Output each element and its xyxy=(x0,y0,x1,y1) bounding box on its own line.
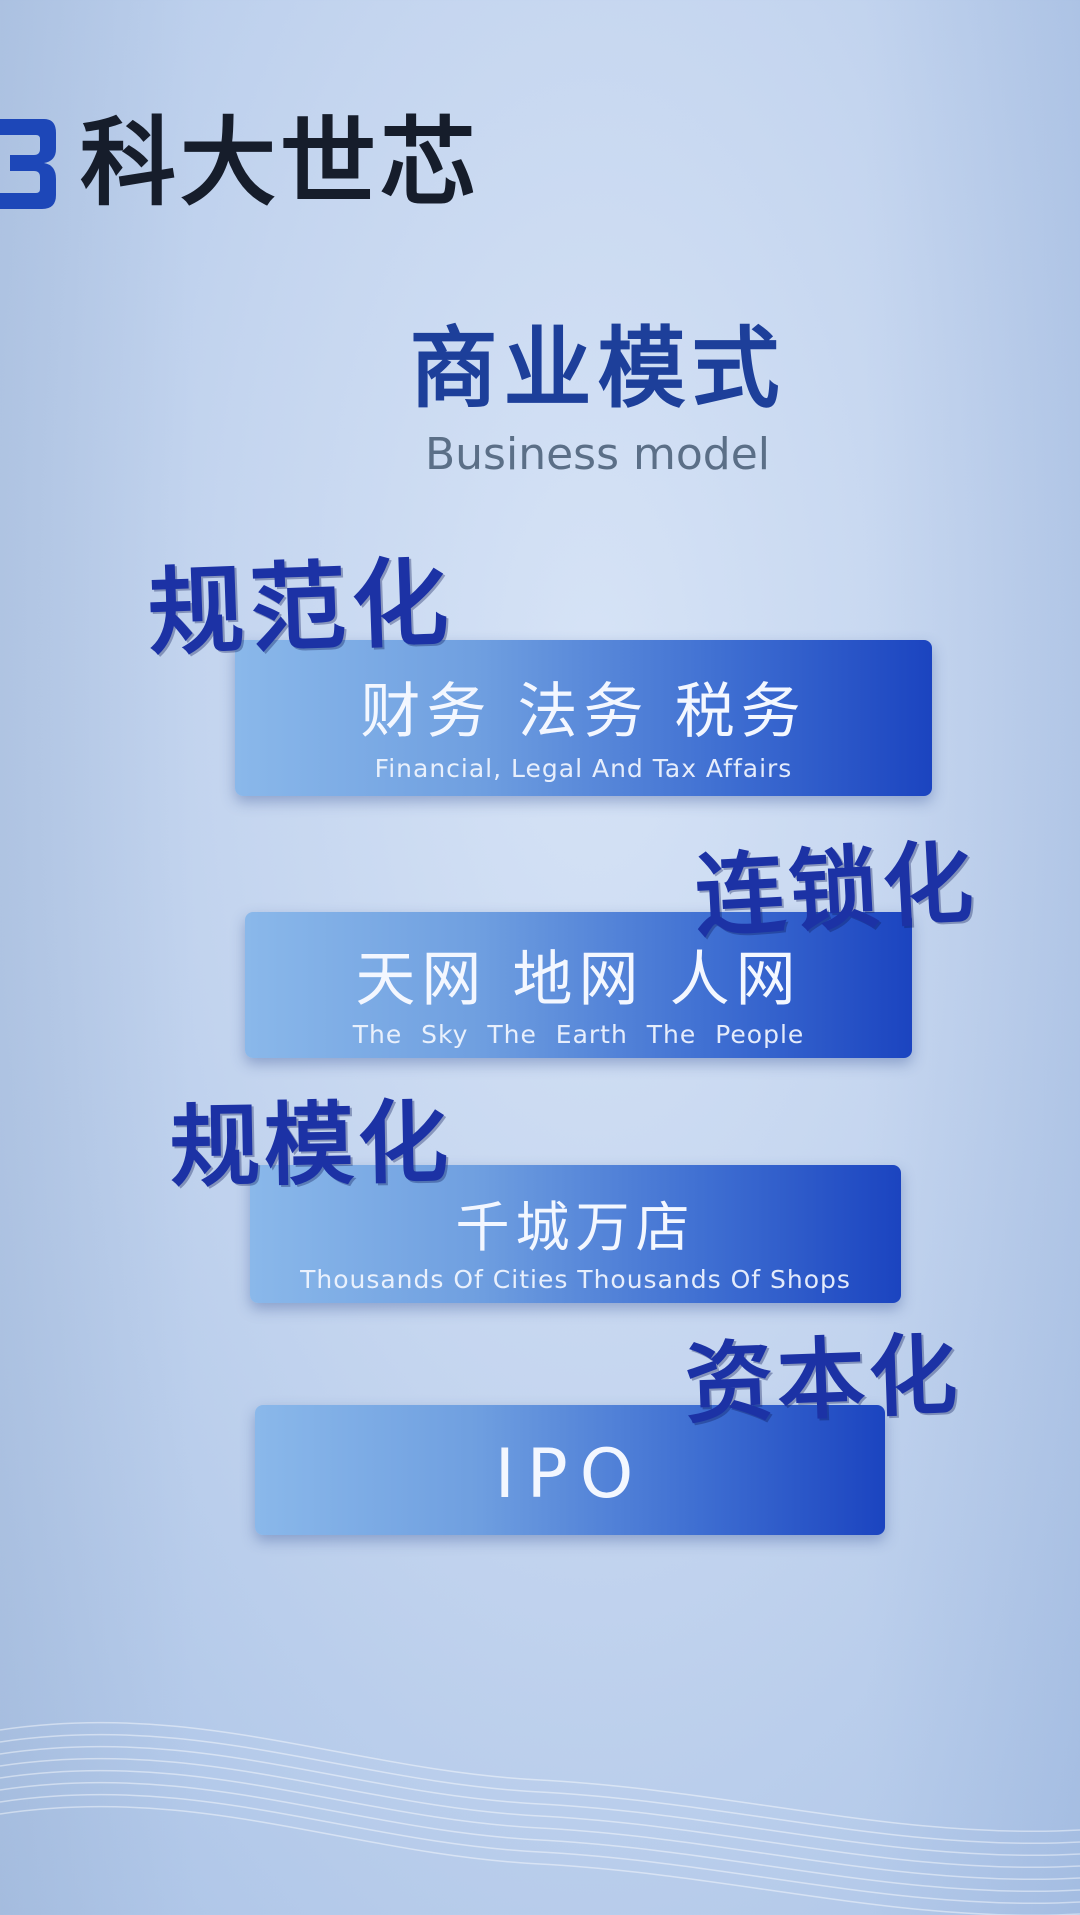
banner-en-text: Thousands Of Cities Thousands Of Shops xyxy=(300,1265,851,1294)
banner-ipo: IPO xyxy=(255,1405,885,1535)
brush-label-capital: 资本化 xyxy=(683,1322,963,1436)
brush-label-scale: 规模化 xyxy=(169,1089,453,1201)
banner-cn-text: 财务 法务 税务 xyxy=(360,677,807,747)
banner-finance-legal-tax: 财务 法务 税务 Financial, Legal And Tax Affair… xyxy=(235,640,932,796)
brush-label-standardization: 规范化 xyxy=(146,545,456,670)
banner-cn-text: 天网 地网 人网 xyxy=(355,945,802,1015)
banner-sky-earth-people: 天网 地网 人网 The Sky The Earth The People xyxy=(245,912,912,1058)
banner-en-text: Financial, Legal And Tax Affairs xyxy=(374,754,793,783)
banner-cities-shops: 千城万店 Thousands Of Cities Thousands Of Sh… xyxy=(250,1165,901,1303)
page-subtitle: Business model xyxy=(424,429,771,480)
logo-text: 科大世芯 xyxy=(80,107,480,219)
banner-en-text: The Sky The Earth The People xyxy=(352,1020,805,1049)
company-logo: 科大世芯 xyxy=(0,108,480,218)
decorative-wave-lines xyxy=(0,1721,1080,1915)
brush-label-chain: 连锁化 xyxy=(692,829,980,951)
banner-cn-text: IPO xyxy=(494,1435,646,1514)
blue-s-logo-mark-icon xyxy=(0,111,58,215)
banner-cn-text: 千城万店 xyxy=(455,1196,696,1259)
page-title: 商业模式 xyxy=(409,317,786,420)
